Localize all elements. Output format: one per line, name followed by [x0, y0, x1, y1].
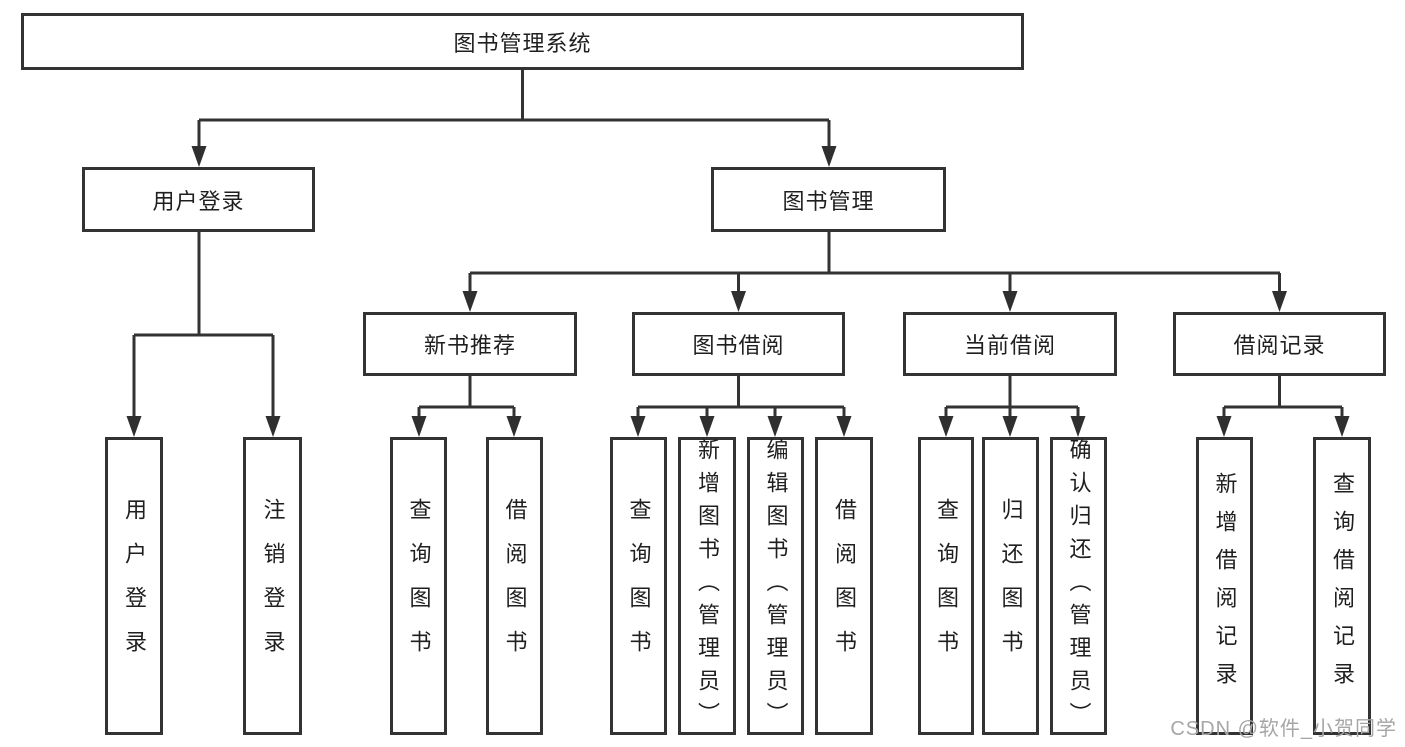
- leaf-user-login-label: 用户登录: [122, 498, 147, 674]
- leaf-borrowing-edit-books-admin: 编辑图书（管理员）: [747, 437, 804, 735]
- leaf-records-query-record: 查询借阅记录: [1313, 437, 1371, 735]
- leaf-current-confirm-return-admin: 确认归还（管理员）: [1050, 437, 1107, 735]
- node-current-borrowing: 当前借阅: [903, 312, 1117, 376]
- leaf-logout-label: 注销登录: [260, 498, 286, 674]
- leaf-current-query-books: 查询图书: [918, 437, 974, 735]
- node-book-management: 图书管理: [711, 167, 946, 232]
- node-root-system: 图书管理系统: [21, 13, 1024, 70]
- leaf-user-login: 用户登录: [105, 437, 163, 735]
- leaf-recommend-query-books-label: 查询图书: [406, 498, 432, 674]
- leaf-borrowing-add-books-admin-label: 新增图书（管理员）: [695, 437, 720, 735]
- leaf-recommend-borrow-books: 借阅图书: [486, 437, 543, 735]
- leaf-borrowing-query-books: 查询图书: [610, 437, 667, 735]
- leaf-current-query-books-label: 查询图书: [934, 498, 959, 674]
- leaf-records-add-record-label: 新增借阅记录: [1212, 472, 1238, 700]
- leaf-recommend-query-books: 查询图书: [390, 437, 447, 735]
- leaf-recommend-borrow-books-label: 借阅图书: [502, 498, 528, 674]
- leaf-borrowing-borrow-books-label: 借阅图书: [832, 498, 857, 674]
- node-user-login-label: 用户登录: [152, 188, 245, 214]
- leaf-current-return-books-label: 归还图书: [998, 498, 1024, 674]
- leaf-logout: 注销登录: [243, 437, 302, 735]
- leaf-current-confirm-return-admin-label: 确认归还（管理员）: [1066, 437, 1092, 735]
- node-new-book-recommend-label: 新书推荐: [423, 333, 516, 358]
- node-borrowing-records-label: 借阅记录: [1233, 333, 1326, 358]
- leaf-borrowing-borrow-books: 借阅图书: [815, 437, 873, 735]
- node-book-management-label: 图书管理: [782, 188, 875, 214]
- node-book-borrowing: 图书借阅: [632, 312, 845, 376]
- node-user-login: 用户登录: [82, 167, 315, 232]
- leaf-current-return-books: 归还图书: [982, 437, 1039, 735]
- node-new-book-recommend: 新书推荐: [363, 312, 577, 376]
- leaf-records-query-record-label: 查询借阅记录: [1330, 472, 1355, 700]
- node-borrowing-records: 借阅记录: [1173, 312, 1386, 376]
- leaf-borrowing-edit-books-admin-label: 编辑图书（管理员）: [763, 437, 789, 735]
- leaf-records-add-record: 新增借阅记录: [1196, 437, 1253, 735]
- leaf-borrowing-query-books-label: 查询图书: [626, 498, 652, 674]
- node-root-label: 图书管理系统: [453, 30, 592, 56]
- leaf-borrowing-add-books-admin: 新增图书（管理员）: [678, 437, 736, 735]
- node-current-borrowing-label: 当前借阅: [963, 333, 1056, 358]
- node-book-borrowing-label: 图书借阅: [692, 333, 785, 358]
